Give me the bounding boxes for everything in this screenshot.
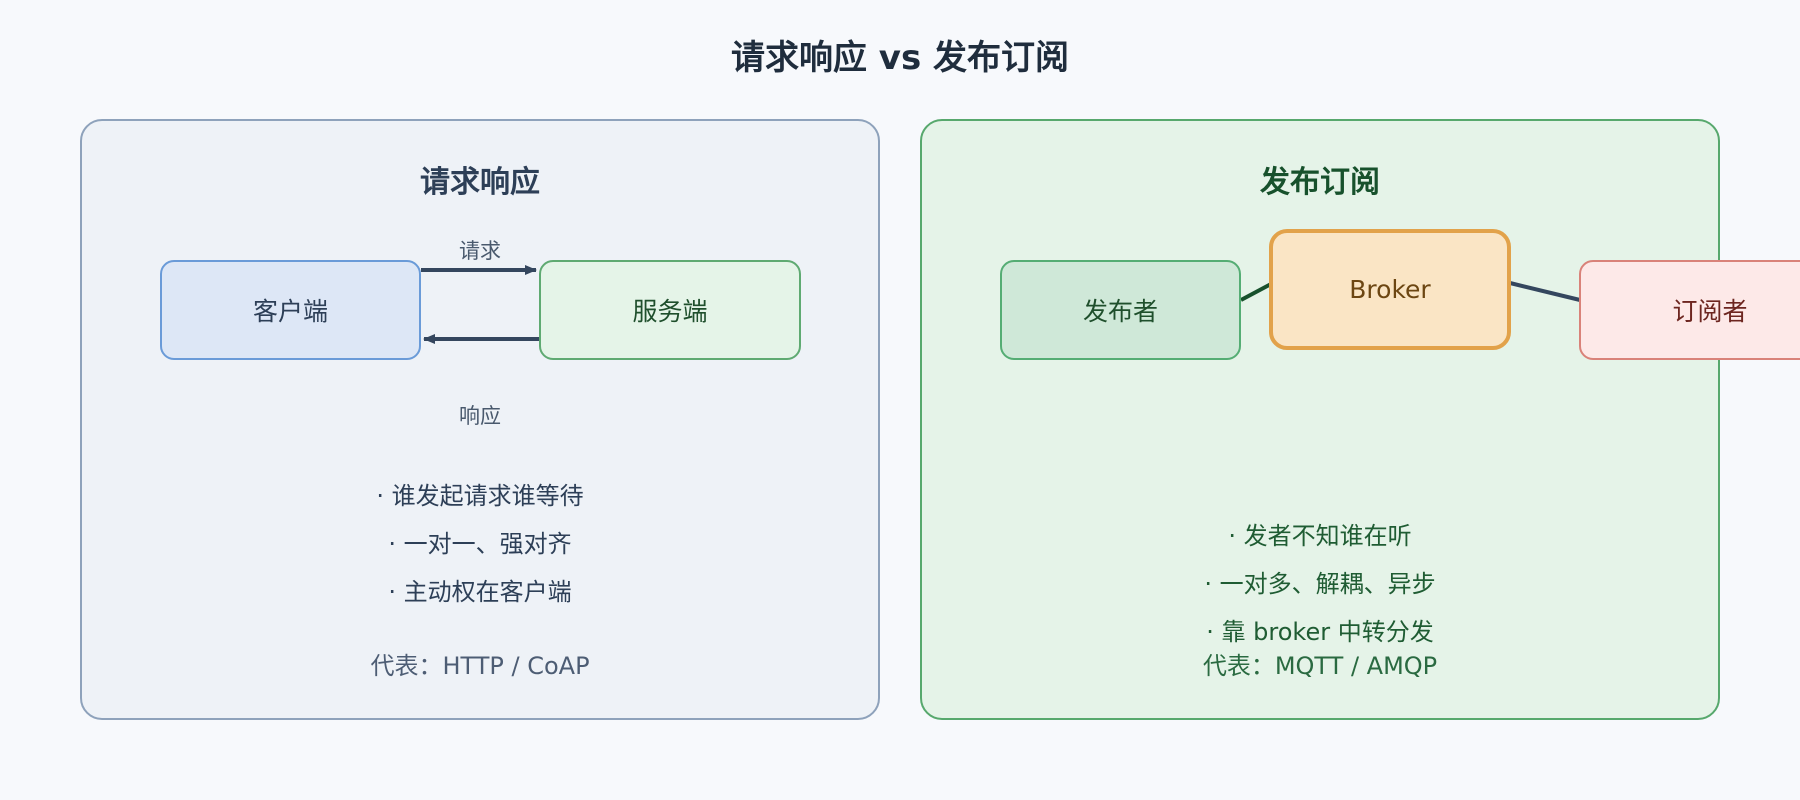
subscriber-label: 订阅者 (1672, 297, 1748, 326)
broker-label: Broker (1349, 275, 1431, 304)
server-label: 服务端 (632, 297, 708, 326)
publish-subscribe-title: 发布订阅 (1260, 165, 1380, 200)
request-label: 请求 (459, 239, 501, 263)
broker-node: Broker (1269, 229, 1511, 350)
request-response-representative: 代表：HTTP / CoAP (370, 652, 590, 680)
publish-subscribe-panel: 发布订阅 (920, 119, 1720, 720)
publish-subscribe-representative: 代表：MQTT / AMQP (1202, 652, 1438, 680)
publish-subscribe-bullet-3: · 靠 broker 中转分发 (1206, 618, 1434, 646)
subscriber-node: 订阅者 (1579, 260, 1800, 360)
publish-subscribe-bullet-1: · 发者不知谁在听 (1228, 522, 1412, 550)
client-node: 客户端 (160, 260, 421, 360)
diagram-title: 请求响应 vs 发布订阅 (730, 38, 1070, 78)
publisher-label: 发布者 (1082, 297, 1158, 326)
publisher-node: 发布者 (1000, 260, 1241, 360)
request-response-bullet-3: · 主动权在客户端 (388, 578, 572, 606)
response-label: 响应 (459, 404, 501, 428)
publish-subscribe-bullet-2: · 一对多、解耦、异步 (1204, 570, 1436, 598)
server-node: 服务端 (539, 260, 801, 360)
client-label: 客户端 (252, 297, 328, 326)
broker-subscriber-connector (1509, 281, 1581, 302)
request-response-panel: 请求响应 (80, 119, 880, 720)
request-response-bullet-1: · 谁发起请求谁等待 (376, 482, 584, 510)
publisher-broker-connector (1240, 282, 1272, 302)
request-response-title: 请求响应 (420, 165, 540, 200)
request-response-bullet-2: · 一对一、强对齐 (388, 530, 572, 558)
